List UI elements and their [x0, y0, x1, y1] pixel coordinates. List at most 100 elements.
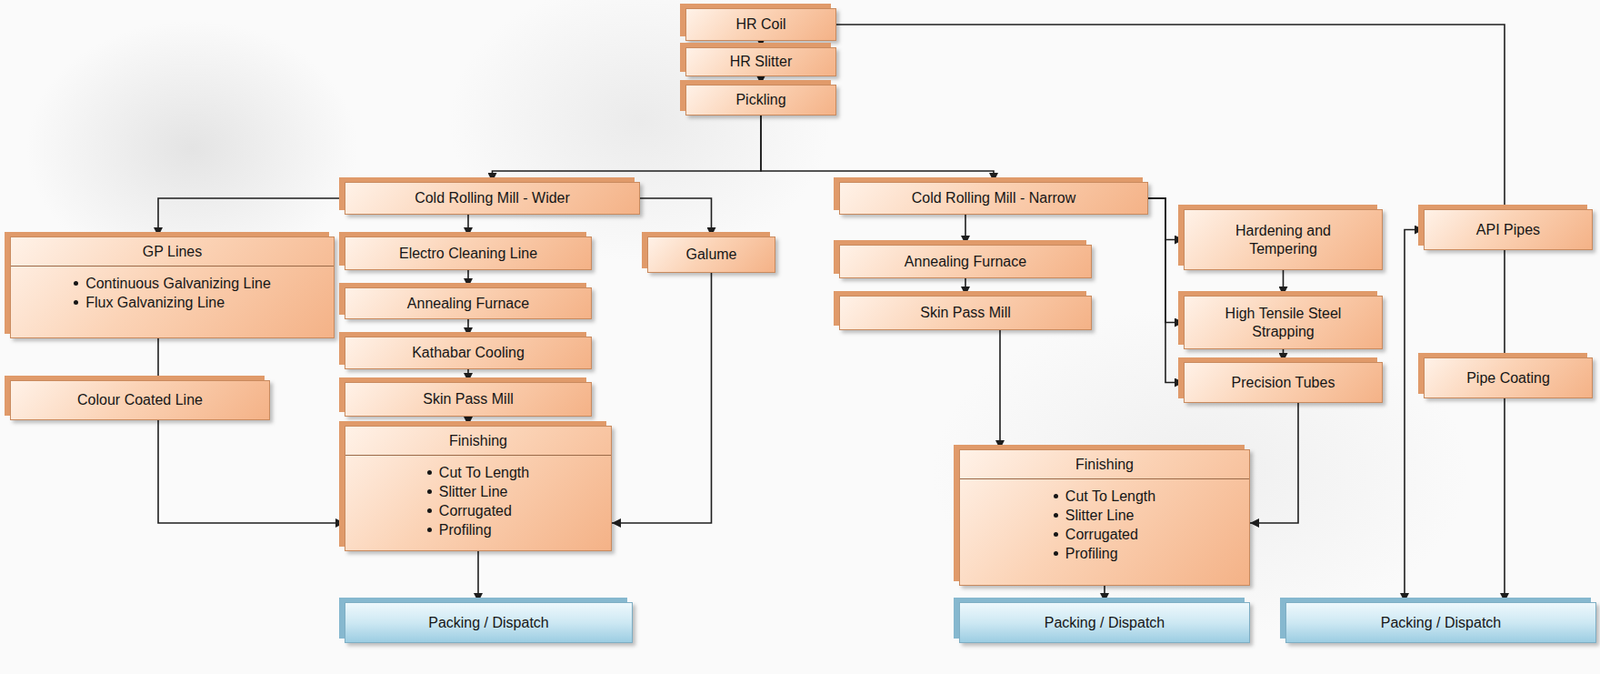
- item-list: Cut To LengthSlitter LineCorrugatedProfi…: [1042, 486, 1167, 563]
- list-item: Slitter Line: [1053, 505, 1156, 525]
- process-box: HR Slitter: [685, 47, 837, 77]
- flow-connector: [467, 319, 470, 337]
- process-group-box: GP LinesContinuous Galvanizing LineFlux …: [10, 236, 335, 339]
- process-box: Pipe Coating: [1423, 357, 1593, 399]
- item-text: Slitter Line: [439, 481, 509, 501]
- flow-connector: [1103, 585, 1106, 602]
- box-label: Annealing Furnace: [904, 252, 1027, 271]
- process-box: Electro Cleaning Line: [344, 236, 592, 270]
- item-text: Corrugated: [439, 500, 512, 520]
- item-text: Continuous Galvanizing Line: [85, 273, 271, 293]
- list-item: Flux Galvanizing Line: [73, 292, 271, 312]
- list-item: Cut To Length: [427, 462, 530, 482]
- box-label: Kathabar Cooling: [411, 343, 525, 362]
- process-box: Pickling: [685, 84, 837, 116]
- dispatch-box: Packing / Dispatch: [344, 601, 633, 643]
- flow-connector: [760, 40, 762, 48]
- process-box: High Tensile Steel Strapping: [1183, 295, 1383, 350]
- flow-connector: [477, 550, 480, 602]
- bullet-dot: [427, 470, 432, 475]
- box-label: Cold Rolling Mill - Wider: [414, 189, 570, 208]
- flow-connector: [1404, 230, 1424, 603]
- flow-connector: [467, 214, 470, 237]
- item-text: Cut To Length: [1065, 486, 1156, 506]
- item-list: Continuous Galvanizing LineFlux Galvaniz…: [62, 273, 282, 312]
- flow-connector: [760, 115, 994, 182]
- item-text: Corrugated: [1065, 524, 1139, 544]
- process-box: Hardening and Tempering: [1183, 209, 1383, 270]
- flow-connector: [467, 369, 470, 382]
- item-list: Cut To LengthSlitter LineCorrugatedProfi…: [416, 462, 540, 540]
- list-item: Continuous Galvanizing Line: [73, 273, 271, 293]
- flow-connector: [999, 330, 1001, 450]
- flow-connector: [640, 198, 712, 237]
- list-item: Corrugated: [427, 500, 530, 520]
- box-label: API Pipes: [1476, 220, 1540, 240]
- process-box: Annealing Furnace: [344, 287, 592, 320]
- box-label: HR Coil: [735, 15, 786, 34]
- process-box: Precision Tubes: [1183, 361, 1383, 403]
- bullet-dot: [427, 508, 432, 513]
- group-heading: Finishing: [960, 450, 1250, 480]
- box-label: Precision Tubes: [1231, 373, 1336, 392]
- bullet-dot: [1053, 531, 1059, 537]
- process-box: Kathabar Cooling: [344, 336, 592, 370]
- flow-connector: [1503, 250, 1506, 358]
- list-item: Profiling: [1053, 543, 1156, 563]
- item-text: Profiling: [439, 520, 492, 540]
- box-label: Skin Pass Mill: [422, 390, 514, 409]
- process-box: Galume: [647, 236, 776, 273]
- flow-connector: [467, 270, 470, 288]
- flow-connector: [1282, 270, 1285, 296]
- flow-connector: [157, 338, 160, 380]
- process-box: Cold Rolling Mill - Wider: [344, 181, 640, 215]
- box-label: Pipe Coating: [1466, 369, 1550, 388]
- bullet-dot: [73, 280, 79, 286]
- dispatch-box: Packing / Dispatch: [1285, 601, 1597, 643]
- process-box: Annealing Furnace: [839, 244, 1092, 279]
- box-label: HR Slitter: [730, 52, 792, 71]
- process-box: API Pipes: [1423, 209, 1593, 250]
- bullet-dot: [1053, 493, 1059, 499]
- box-label: Pickling: [735, 90, 786, 110]
- bullet-dot: [427, 527, 432, 532]
- flow-connector: [158, 198, 345, 237]
- bullet-dot: [1053, 550, 1059, 556]
- process-box: Colour Coated Line: [10, 380, 270, 420]
- box-label: Packing / Dispatch: [1044, 613, 1166, 632]
- process-group-box: FinishingCut To LengthSlitter LineCorrug…: [959, 449, 1250, 586]
- process-box: Cold Rolling Mill - Narrow: [839, 181, 1149, 215]
- flow-connector: [1503, 398, 1506, 602]
- flow-connector: [1148, 198, 1184, 383]
- process-box: HR Coil: [685, 8, 837, 41]
- flow-connector: [158, 420, 345, 523]
- item-text: Profiling: [1065, 543, 1119, 563]
- bullet-dot: [1053, 512, 1059, 518]
- box-label: Packing / Dispatch: [428, 613, 550, 632]
- flow-connector: [1282, 349, 1285, 362]
- flow-connector: [760, 76, 762, 85]
- list-item: Slitter Line: [427, 481, 530, 501]
- box-label: High Tensile Steel Strapping: [1224, 304, 1343, 341]
- box-label: Hardening and Tempering: [1215, 221, 1352, 259]
- flow-connector: [964, 278, 967, 296]
- flow-connector: [492, 115, 762, 182]
- box-label: Packing / Dispatch: [1380, 613, 1502, 632]
- box-label: Skin Pass Mill: [920, 303, 1011, 322]
- group-heading: Finishing: [345, 426, 611, 456]
- process-group-box: FinishingCut To LengthSlitter LineCorrug…: [344, 425, 612, 551]
- box-label: Colour Coated Line: [77, 390, 203, 410]
- flow-connector: [611, 272, 712, 523]
- flow-connector: [467, 416, 470, 426]
- item-text: Slitter Line: [1065, 505, 1135, 525]
- list-item: Profiling: [427, 520, 530, 540]
- item-text: Flux Galvanizing Line: [85, 292, 225, 312]
- group-heading: GP Lines: [10, 237, 334, 267]
- dispatch-box: Packing / Dispatch: [959, 601, 1250, 643]
- bullet-dot: [73, 300, 79, 305]
- box-label: Cold Rolling Mill - Narrow: [911, 189, 1076, 208]
- flow-connector: [964, 214, 967, 245]
- box-label: Annealing Furnace: [407, 294, 530, 313]
- item-text: Cut To Length: [439, 462, 530, 482]
